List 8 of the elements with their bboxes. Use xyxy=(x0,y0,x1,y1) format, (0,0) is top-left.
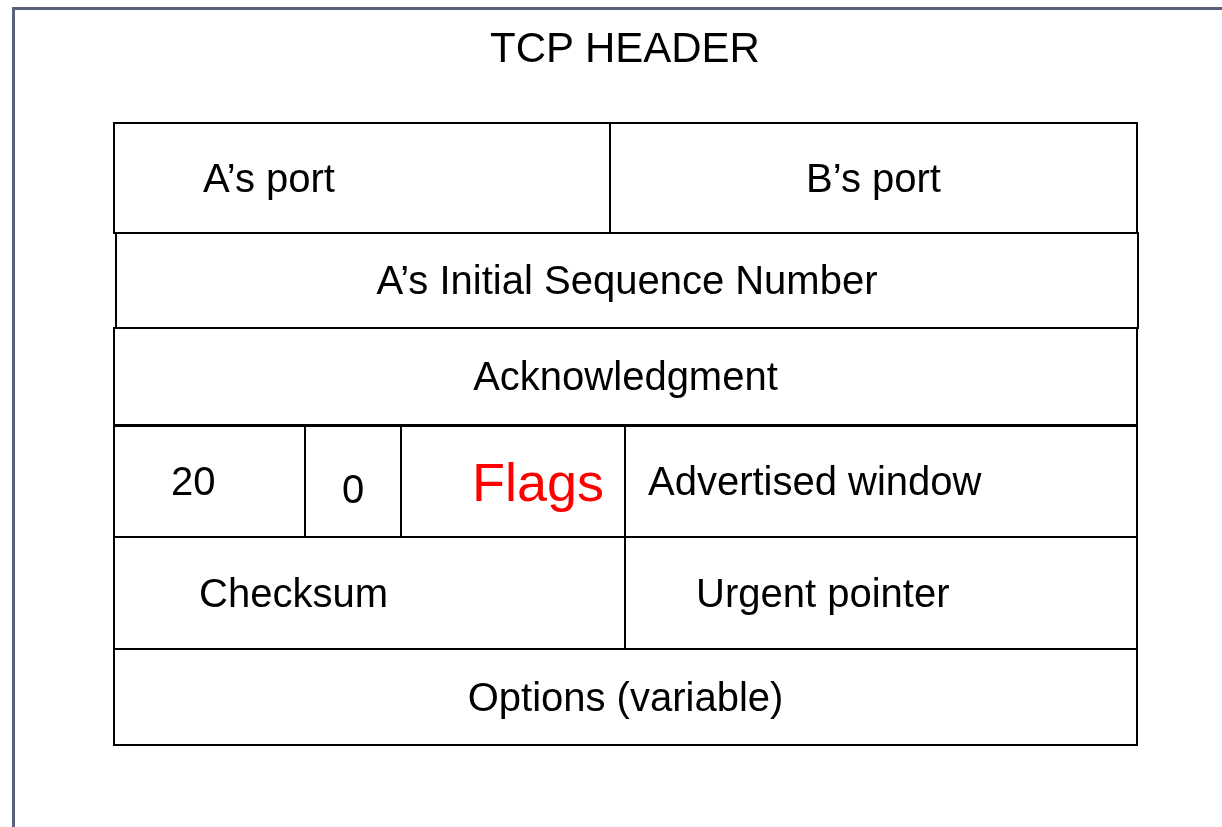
header-field: Acknowledgment xyxy=(113,327,1138,426)
diagram-title: TCP HEADER xyxy=(490,24,760,72)
header-field: Options (variable) xyxy=(113,648,1138,746)
header-field: A’s Initial Sequence Number xyxy=(115,232,1139,329)
header-field: B’s port xyxy=(609,122,1138,234)
header-field: A’s port xyxy=(113,122,611,234)
header-field: Advertised window xyxy=(624,425,1138,538)
header-field: 20 xyxy=(113,425,306,538)
